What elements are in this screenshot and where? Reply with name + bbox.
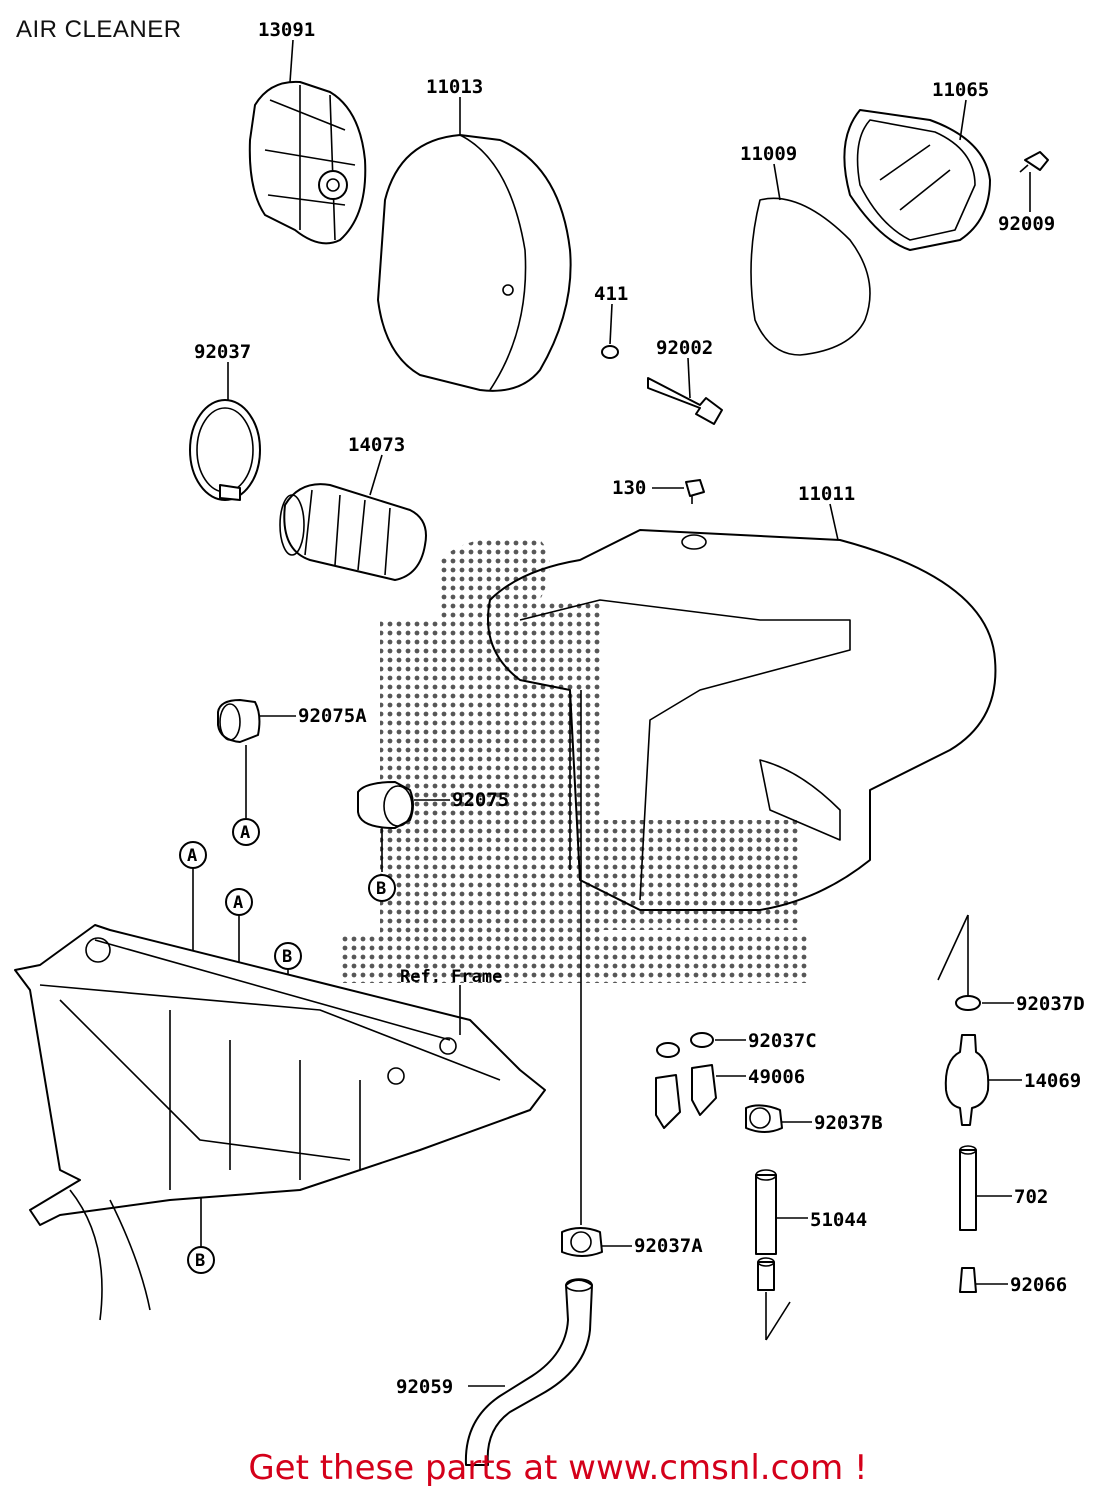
leader-11009	[773, 163, 781, 201]
svg-text:B: B	[282, 947, 292, 967]
callout-92037A[interactable]: 92037A	[634, 1235, 703, 1257]
reference-frame	[14, 924, 546, 1321]
leader-51044-slash	[765, 1301, 791, 1341]
part-92037A-clamp[interactable]	[561, 1227, 603, 1257]
callout-11011[interactable]: 11011	[798, 483, 855, 505]
svg-text:B: B	[195, 1251, 205, 1271]
callout-13091[interactable]: 13091	[258, 19, 315, 41]
callout-11009[interactable]: 11009	[740, 143, 797, 165]
part-11065-cleaner-cover[interactable]	[843, 109, 991, 251]
callout-92075A[interactable]: 92075A	[298, 705, 367, 727]
part-11013-air-filter-element[interactable]	[377, 134, 572, 392]
part-92037-clamp[interactable]	[189, 399, 261, 501]
callout-92059[interactable]: 92059	[396, 1376, 453, 1398]
marker-a2: A	[179, 841, 207, 869]
callout-92037B[interactable]: 92037B	[814, 1112, 883, 1134]
leader-14073	[369, 454, 383, 496]
callout-14069[interactable]: 14069	[1024, 1070, 1081, 1092]
part-92059-drain-hose[interactable]	[464, 1278, 593, 1466]
marker-b3: B	[187, 1246, 215, 1274]
callout-92037[interactable]: 92037	[194, 341, 251, 363]
footer-promo-link[interactable]: Get these parts at www.cmsnl.com !	[248, 1448, 868, 1488]
callout-702[interactable]: 702	[1014, 1186, 1048, 1208]
marker-a3: A	[225, 888, 253, 916]
marker-a1: A	[232, 818, 260, 846]
part-92066-plug[interactable]	[959, 1267, 977, 1293]
svg-text:A: A	[233, 893, 243, 913]
svg-text:A: A	[240, 823, 250, 843]
callout-11013[interactable]: 11013	[426, 76, 483, 98]
leader-11011	[829, 503, 839, 541]
svg-text:A: A	[187, 846, 197, 866]
svg-text:B: B	[376, 879, 386, 899]
part-92075-grommet[interactable]	[357, 781, 414, 829]
part-92002-bolt[interactable]	[647, 377, 723, 425]
watermark-logo	[340, 537, 810, 983]
marker-b2: B	[274, 942, 302, 970]
leader-92037D-slash	[937, 914, 969, 981]
part-411-washer[interactable]	[601, 345, 619, 359]
part-14073-duct[interactable]	[279, 483, 427, 581]
part-51044-breather-tube[interactable]	[755, 1169, 777, 1291]
part-11011-air-cleaner-case[interactable]	[487, 529, 997, 911]
part-92037B-clamp[interactable]	[745, 1104, 783, 1133]
leader-411	[609, 303, 613, 345]
leader-11065	[959, 99, 967, 141]
part-14069-fuel-filter[interactable]	[944, 1034, 990, 1126]
page-title: AIR CLEANER	[16, 16, 182, 43]
callout-92037D[interactable]: 92037D	[1016, 993, 1085, 1015]
part-92009-screw[interactable]	[1019, 151, 1049, 173]
part-92037D-clip[interactable]	[955, 995, 981, 1011]
callout-92037C[interactable]: 92037C	[748, 1030, 817, 1052]
ref-frame-label: Ref. Frame	[400, 967, 502, 987]
callout-14073[interactable]: 14073	[348, 434, 405, 456]
part-49006-drain-plug[interactable]	[655, 1064, 717, 1129]
part-130-bolt[interactable]	[685, 479, 705, 504]
part-92037C-clip[interactable]	[656, 1032, 714, 1058]
callout-411[interactable]: 411	[594, 283, 628, 305]
callout-92075[interactable]: 92075	[452, 789, 509, 811]
part-702-tube[interactable]	[959, 1145, 977, 1231]
part-92075A-grommet[interactable]	[217, 699, 261, 743]
callout-92002[interactable]: 92002	[656, 337, 713, 359]
part-13091-filter-cage[interactable]	[248, 80, 367, 245]
part-11009-gasket[interactable]	[750, 197, 871, 356]
callout-49006[interactable]: 49006	[748, 1066, 805, 1088]
leader-13091	[289, 39, 294, 83]
callout-51044[interactable]: 51044	[810, 1209, 867, 1231]
callout-92009[interactable]: 92009	[998, 213, 1055, 235]
callout-11065[interactable]: 11065	[932, 79, 989, 101]
leader-92002	[687, 357, 691, 399]
callout-130[interactable]: 130	[612, 477, 646, 499]
marker-b1: B	[368, 874, 396, 902]
callout-92066[interactable]: 92066	[1010, 1274, 1067, 1296]
